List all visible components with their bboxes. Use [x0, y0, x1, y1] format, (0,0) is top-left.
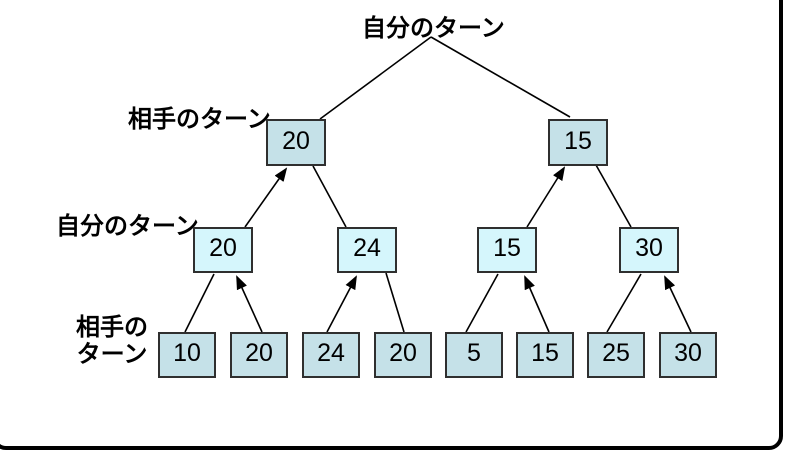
- tree-edge: [236, 275, 263, 333]
- tree-node: 5: [445, 332, 503, 378]
- tree-node: 20: [266, 119, 326, 166]
- tree-node: 15: [548, 119, 608, 166]
- tree-edge: [524, 275, 550, 333]
- tree-node: 30: [619, 227, 679, 273]
- tree-node: 30: [659, 332, 717, 378]
- level3-turn-label: 自分のターン: [56, 213, 199, 240]
- tree-node: 10: [158, 332, 216, 378]
- tree-edge: [606, 273, 642, 333]
- tree-edge: [595, 164, 632, 228]
- tree-node: 25: [587, 332, 645, 378]
- level4-turn-label-line2: ターン: [76, 341, 148, 368]
- tree-edge: [326, 275, 357, 333]
- tree-node: 24: [337, 227, 397, 273]
- tree-edge: [526, 166, 566, 228]
- tree-node: 20: [230, 332, 288, 378]
- tree-edge: [385, 272, 405, 333]
- tree-node: 20: [374, 332, 432, 378]
- tree-edge: [664, 275, 692, 333]
- tree-edge: [430, 36, 571, 118]
- tree-edge: [244, 167, 288, 228]
- level2-turn-label: 相手のターン: [128, 106, 271, 133]
- tree-edge: [184, 273, 215, 333]
- tree-edge: [319, 36, 432, 120]
- level4-turn-label-line1: 相手の: [76, 314, 148, 341]
- tree-node: 20: [193, 227, 253, 273]
- tree-edge: [465, 273, 499, 333]
- tree-node: 24: [302, 332, 360, 378]
- root-turn-label: 自分のターン: [362, 15, 505, 42]
- tree-node: 15: [477, 227, 537, 273]
- tree-edge: [312, 165, 347, 228]
- level4-turn-label: 相手の ターン: [64, 314, 160, 368]
- tree-node: 15: [516, 332, 574, 378]
